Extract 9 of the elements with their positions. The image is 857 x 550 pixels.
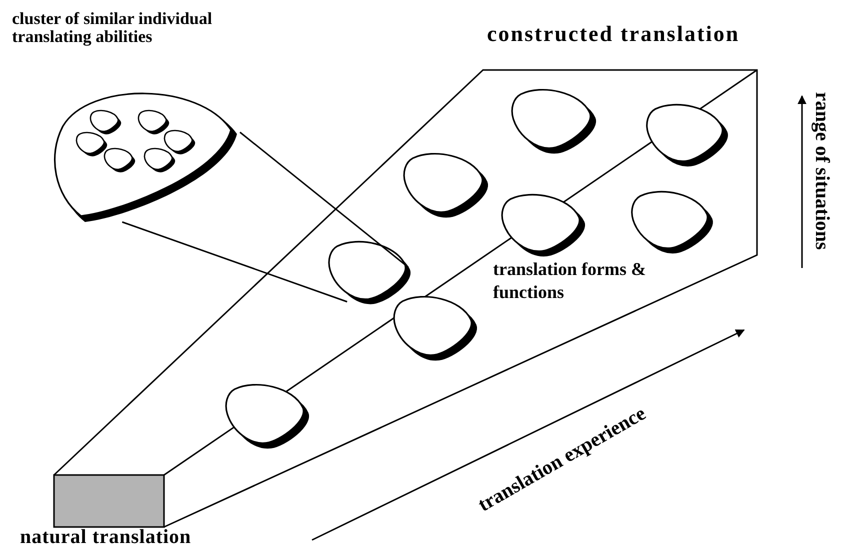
blob-shape xyxy=(325,240,410,305)
magnified-cluster-bubble xyxy=(53,90,240,222)
leader-line xyxy=(240,132,409,268)
caption-text: cluster of similar individual translating abilities xyxy=(12,10,214,46)
axis-label: range of situations xyxy=(811,92,832,250)
leader-line xyxy=(122,221,348,302)
plane-label: translation forms & functions xyxy=(493,258,647,304)
heading-text: constructed translation xyxy=(487,22,740,46)
heading-text: natural translation xyxy=(20,527,192,548)
